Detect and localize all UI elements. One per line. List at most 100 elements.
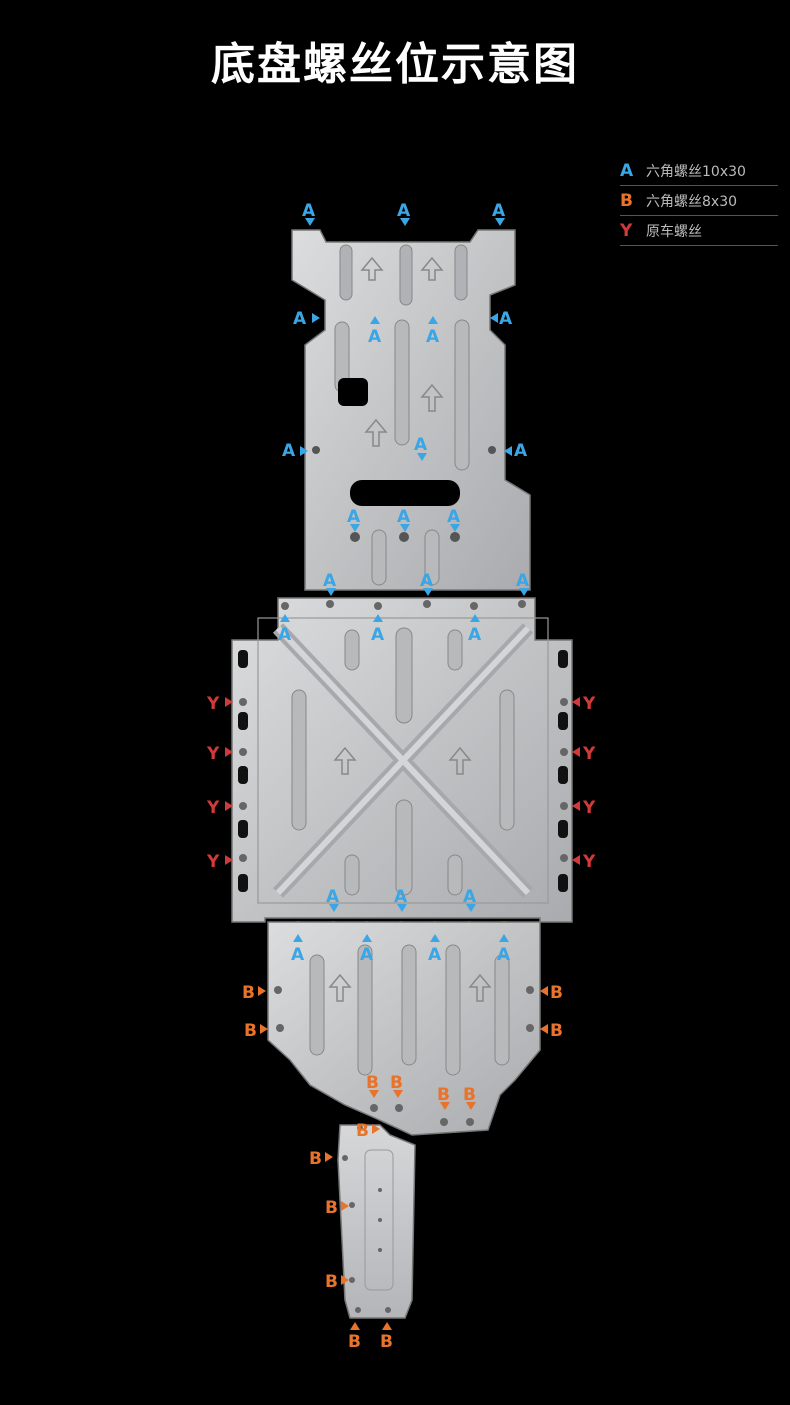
svg-text:A: A (347, 507, 361, 527)
svg-text:Y: Y (582, 744, 596, 764)
marker-b: B (380, 1322, 393, 1352)
svg-text:Y: Y (582, 798, 596, 818)
svg-text:A: A (323, 571, 337, 591)
svg-text:A: A (414, 435, 428, 455)
svg-text:A: A (499, 309, 513, 329)
svg-text:B: B (550, 983, 563, 1003)
marker-a: A (414, 435, 428, 461)
marker-b: B (390, 1073, 403, 1098)
svg-text:A: A (326, 887, 340, 907)
marker-b: B (309, 1149, 333, 1169)
svg-text:A: A (426, 327, 440, 347)
marker-a: A (463, 887, 477, 912)
marker-y: Y (206, 744, 233, 764)
svg-text:A: A (447, 507, 461, 527)
svg-text:A: A (514, 441, 528, 461)
marker-y: Y (572, 852, 596, 872)
svg-text:A: A (278, 625, 292, 645)
marker-y: Y (572, 694, 596, 714)
svg-text:A: A (371, 625, 385, 645)
marker-a: A (497, 934, 511, 965)
marker-a: A (420, 571, 434, 596)
svg-text:A: A (397, 507, 411, 527)
svg-text:A: A (492, 201, 506, 221)
middle-plate (231, 597, 573, 929)
svg-text:A: A (497, 945, 511, 965)
marker-a: A (516, 571, 530, 596)
marker-b: B (366, 1073, 379, 1098)
marker-b: B (356, 1121, 380, 1141)
legend-label-a: 六角螺丝10x30 (646, 163, 746, 180)
svg-text:A: A (394, 887, 408, 907)
svg-text:B: B (309, 1149, 322, 1169)
marker-a: A (504, 441, 528, 461)
screw-markers-y: Y Y Y Y Y Y Y Y (206, 694, 596, 872)
tail-plate (337, 1124, 416, 1319)
legend: A 六角螺丝10x30 B 六角螺丝8x30 Y 原车螺丝 (620, 156, 778, 246)
marker-b: B (244, 1021, 268, 1041)
legend-label-y: 原车螺丝 (646, 223, 702, 240)
marker-a: A (397, 507, 411, 532)
marker-a: A (323, 571, 337, 596)
marker-a: A (426, 316, 440, 347)
legend-letter-b: B (620, 190, 633, 211)
svg-text:B: B (242, 983, 255, 1003)
svg-text:A: A (291, 945, 305, 965)
svg-text:B: B (550, 1021, 563, 1041)
marker-a: A (282, 441, 308, 461)
page-title: 底盘螺丝位示意图 (211, 39, 579, 90)
front-plate (291, 229, 531, 591)
marker-a: A (428, 934, 442, 965)
svg-text:B: B (244, 1021, 257, 1041)
marker-a: A (291, 934, 305, 965)
marker-b: B (325, 1272, 349, 1292)
screw-markers-a: A A A A A A A A A A A A A A A A A A A A … (278, 201, 530, 965)
marker-a: A (394, 887, 408, 912)
legend-label-b: 六角螺丝8x30 (646, 193, 738, 210)
svg-text:Y: Y (206, 852, 220, 872)
svg-text:B: B (380, 1332, 393, 1352)
svg-text:A: A (293, 309, 307, 329)
svg-text:Y: Y (582, 852, 596, 872)
marker-b: B (540, 1021, 563, 1041)
rear-plate (267, 921, 541, 1136)
svg-text:A: A (468, 625, 482, 645)
svg-text:B: B (437, 1085, 450, 1105)
svg-text:A: A (360, 945, 374, 965)
svg-text:B: B (366, 1073, 379, 1093)
svg-text:A: A (463, 887, 477, 907)
svg-text:B: B (325, 1272, 338, 1292)
marker-a: A (368, 316, 382, 347)
svg-text:Y: Y (206, 694, 220, 714)
svg-text:A: A (516, 571, 530, 591)
marker-y: Y (572, 744, 596, 764)
marker-y: Y (572, 798, 596, 818)
svg-text:B: B (463, 1085, 476, 1105)
marker-a: A (468, 614, 482, 645)
marker-b: B (437, 1085, 450, 1110)
marker-a: A (278, 614, 292, 645)
svg-text:A: A (302, 201, 316, 221)
marker-a: A (371, 614, 385, 645)
svg-text:A: A (420, 571, 434, 591)
marker-a: A (360, 934, 374, 965)
marker-a: A (302, 201, 316, 226)
marker-b: B (242, 983, 266, 1003)
svg-text:A: A (397, 201, 411, 221)
marker-y: Y (206, 852, 233, 872)
marker-a: A (293, 309, 320, 329)
marker-a: A (492, 201, 506, 226)
marker-a: A (490, 309, 513, 329)
marker-a: A (347, 507, 361, 532)
marker-b: B (540, 983, 563, 1003)
screw-markers-b: B B B B B B B B B B B B B B (242, 983, 563, 1352)
marker-y: Y (206, 798, 233, 818)
marker-a: A (326, 887, 340, 912)
svg-text:Y: Y (206, 798, 220, 818)
marker-a: A (447, 507, 461, 532)
legend-item-a: A 六角螺丝10x30 (620, 156, 778, 186)
marker-b: B (325, 1198, 349, 1218)
marker-b: B (348, 1322, 361, 1352)
legend-item-b: B 六角螺丝8x30 (620, 186, 778, 216)
